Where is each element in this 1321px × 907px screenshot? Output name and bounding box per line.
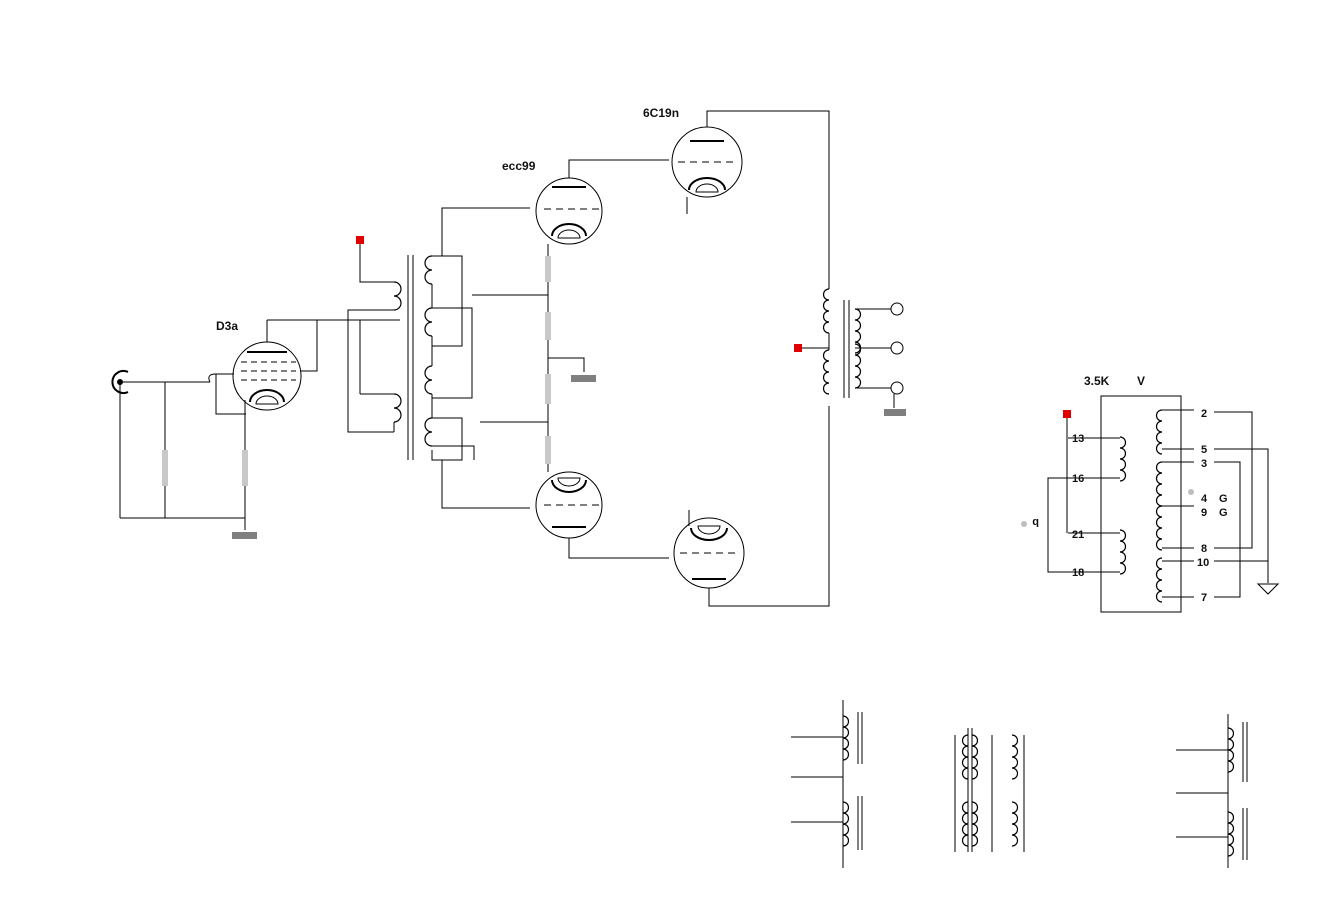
d3a-label: D3a xyxy=(216,319,238,333)
pin-21: 21 xyxy=(1072,529,1084,541)
pin-g-label: G xyxy=(1219,493,1228,505)
output-terminal-icon[interactable] xyxy=(890,381,904,395)
pin-8: 8 xyxy=(1201,543,1207,555)
input-jack-icon[interactable] xyxy=(111,370,129,394)
pin-2: 2 xyxy=(1201,408,1207,420)
b-plus-terminal xyxy=(794,344,802,352)
b-plus-terminal xyxy=(1063,410,1071,418)
6c19n-upper-tube[interactable] xyxy=(671,126,743,198)
pin-3: 3 xyxy=(1201,458,1207,470)
ecc99-label: ecc99 xyxy=(502,159,536,173)
ground-icon xyxy=(884,409,906,416)
pin-7: 7 xyxy=(1201,592,1207,604)
b-plus-terminal xyxy=(356,236,364,244)
pin-16: 16 xyxy=(1072,473,1084,485)
ground-icon xyxy=(571,375,596,382)
6c19n-label: 6C19n xyxy=(643,106,679,120)
volts-label: V xyxy=(1137,374,1145,388)
interstage-transformer[interactable] xyxy=(347,207,548,509)
pin-4: 4 xyxy=(1201,493,1208,505)
pin-13: 13 xyxy=(1072,433,1084,445)
ecc99-lower-tube[interactable] xyxy=(535,471,603,539)
winding-sketch-middle xyxy=(954,728,1025,852)
pin-9: 9 xyxy=(1201,507,1207,519)
input-stage: D3a xyxy=(111,319,400,539)
transformer-pinout: 3.5K V 13 16 21 18 2 5 xyxy=(1021,374,1280,613)
output-terminal-icon[interactable] xyxy=(890,341,904,355)
winding-sketch-left xyxy=(791,700,863,868)
impedance-label: 3.5K xyxy=(1084,374,1110,388)
pin-5: 5 xyxy=(1201,444,1207,456)
output-terminal-icon[interactable] xyxy=(890,302,904,316)
pin-g-label: G xyxy=(1219,507,1228,519)
pin-18: 18 xyxy=(1072,567,1084,579)
pin-b-label: b xyxy=(1032,516,1039,528)
output-transformer[interactable] xyxy=(794,288,906,416)
6c19n-lower-tube[interactable] xyxy=(673,517,745,589)
ground-icon xyxy=(232,532,257,539)
ground-symbol-icon xyxy=(1256,583,1280,595)
ecc99-upper-tube[interactable] xyxy=(535,177,603,245)
winding-sketch-right xyxy=(1176,714,1248,868)
d3a-tube[interactable] xyxy=(232,341,302,411)
pin-10: 10 xyxy=(1197,557,1209,569)
